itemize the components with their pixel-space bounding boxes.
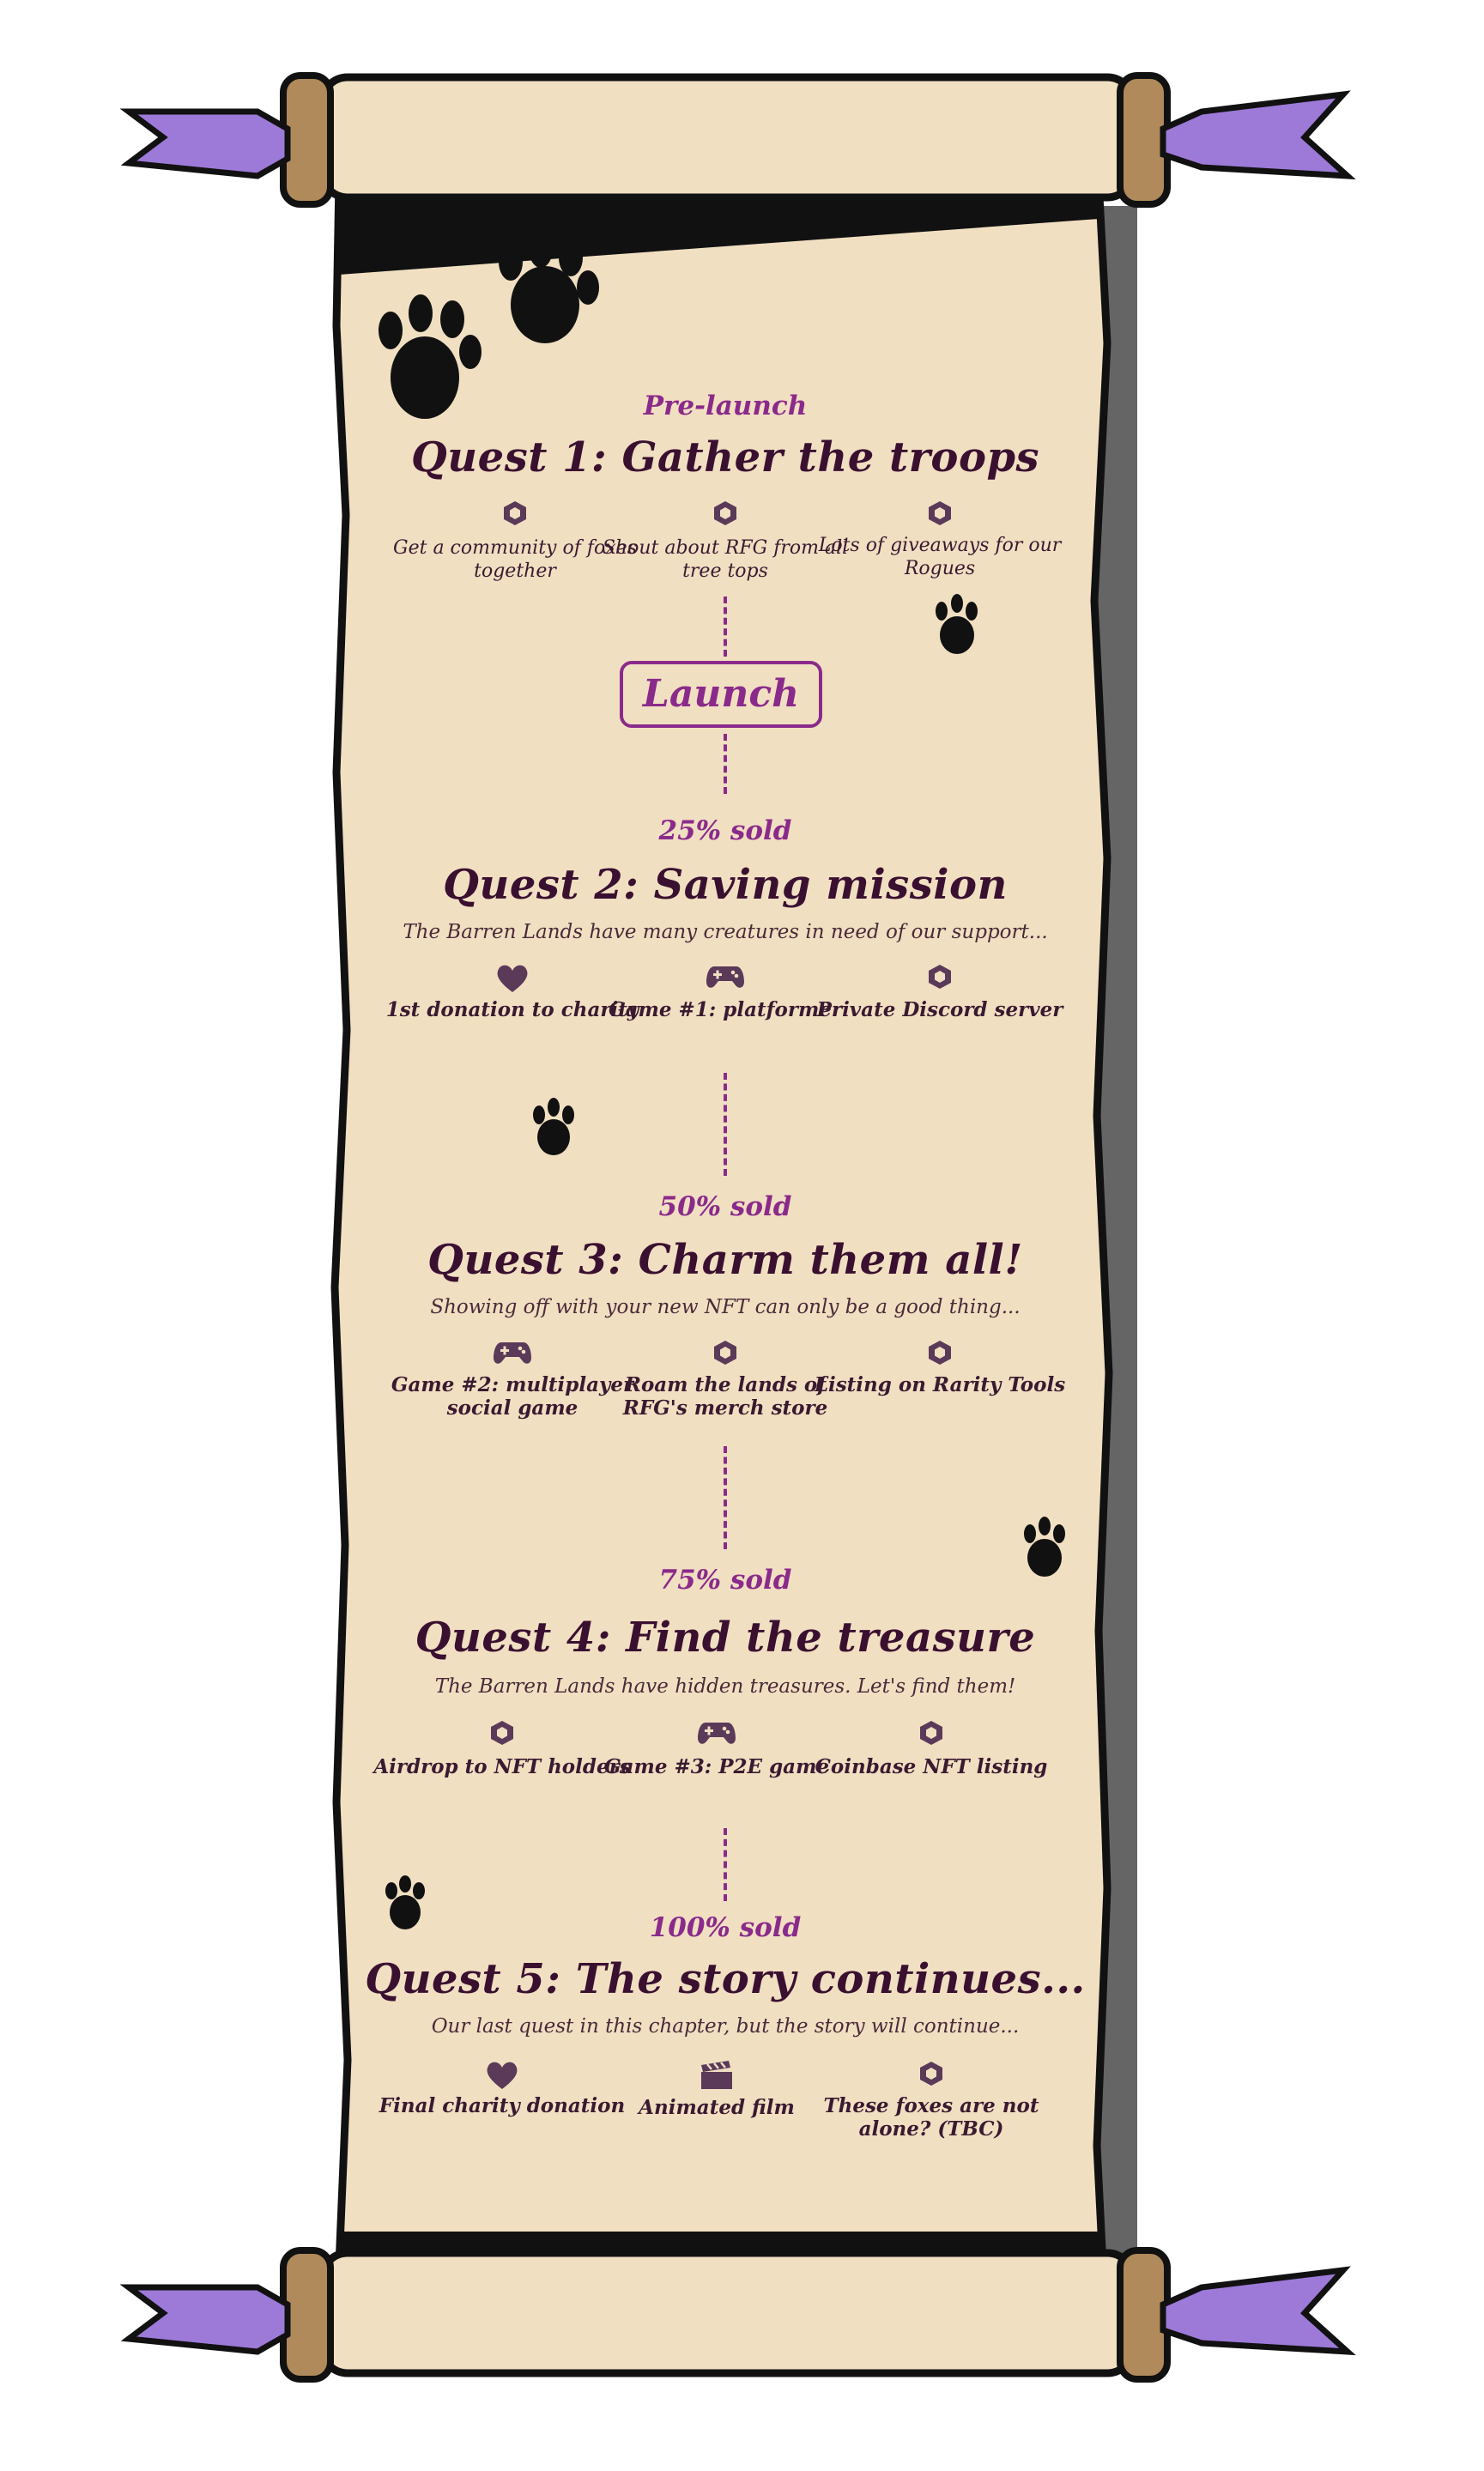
paw-print-icon <box>936 594 978 654</box>
roadmap-content: Pre-launch Quest 1: Gather the troops Ge… <box>343 0 1107 2471</box>
heart-icon <box>373 2060 631 2091</box>
gamepad-icon <box>597 963 854 994</box>
quest-2-item-3: Private Discord server <box>816 998 1063 1021</box>
quest-5-title: Quest 5: The story continues... <box>365 1955 1086 2003</box>
hexagon-icon <box>597 500 854 530</box>
quest-3-title: Quest 3: Charm them all! <box>427 1236 1023 1284</box>
quest-4-item-3: Coinbase NFT listing <box>815 1755 1048 1778</box>
quest-1-item-1: Get a community of foxes together <box>393 537 637 582</box>
milestone-25: 25% sold <box>658 815 792 846</box>
quest-5-item-1: Final charity donation <box>379 2094 626 2117</box>
hexagon-icon <box>803 1719 1060 1750</box>
quest-1-item-3: Lots of giveaways for our Rogues <box>818 535 1062 579</box>
clapperboard-icon <box>588 2060 845 2091</box>
timeline-dash <box>724 597 727 657</box>
hexagon-icon <box>811 500 1069 530</box>
quest-5-item-2: Animated film <box>639 2096 795 2119</box>
quest-3-item-2: Roam the lands of RFG's merch store <box>622 1373 828 1420</box>
timeline-dash <box>724 1073 727 1176</box>
hexagon-icon <box>373 1719 631 1750</box>
quest-2-title: Quest 2: Saving mission <box>443 861 1008 909</box>
hexagon-icon <box>386 500 644 530</box>
quest-3-item-3: Listing on Rarity Tools <box>814 1373 1066 1396</box>
timeline-dash <box>724 1446 727 1549</box>
quest-4-title: Quest 4: Find the treasure <box>415 1614 1036 1662</box>
quest-5-subtitle: Our last quest in this chapter, but the … <box>431 2015 1020 2038</box>
milestone-100: 100% sold <box>649 1912 802 1943</box>
paw-print-icon <box>385 1875 425 1929</box>
prelaunch-label: Pre-launch <box>643 391 808 421</box>
quest-4-item-1: Airdrop to NFT holders <box>373 1755 631 1778</box>
timeline-dash <box>724 734 727 794</box>
quest-1-title: Quest 1: Gather the troops <box>410 433 1040 481</box>
paw-print-icon <box>499 230 599 343</box>
quest-4-subtitle: The Barren Lands have hidden treasures. … <box>434 1675 1016 1698</box>
quest-2-item-1: 1st donation to charity <box>385 998 639 1021</box>
hexagon-icon <box>811 1339 1069 1370</box>
quest-4-item-2: Game #3: P2E game <box>603 1755 830 1778</box>
hexagon-icon <box>597 1339 854 1370</box>
quest-2-item-2: Game #1: platformer <box>608 998 843 1021</box>
milestone-75: 75% sold <box>658 1565 792 1596</box>
launch-button[interactable]: Launch <box>620 661 822 728</box>
gamepad-icon <box>588 1719 845 1750</box>
milestone-50: 50% sold <box>658 1191 792 1222</box>
paw-print-icon <box>533 1098 574 1155</box>
heart-icon <box>384 963 641 994</box>
quest-3-subtitle: Showing off with your new NFT can only b… <box>430 1296 1021 1318</box>
hexagon-icon <box>803 2060 1060 2091</box>
hexagon-icon <box>811 963 1069 994</box>
paw-print-icon <box>379 294 482 419</box>
paw-print-icon <box>1024 1517 1065 1577</box>
quest-3-item-1: Game #2: multiplayer social game <box>391 1373 634 1420</box>
gamepad-icon <box>384 1339 641 1370</box>
timeline-dash <box>724 1828 727 1901</box>
quest-5-item-3: These foxes are not alone? (TBC) <box>823 2094 1039 2141</box>
quest-1-item-2: Shout about RFG from all tree tops <box>602 537 849 582</box>
quest-2-subtitle: The Barren Lands have many creatures in … <box>403 921 1048 943</box>
